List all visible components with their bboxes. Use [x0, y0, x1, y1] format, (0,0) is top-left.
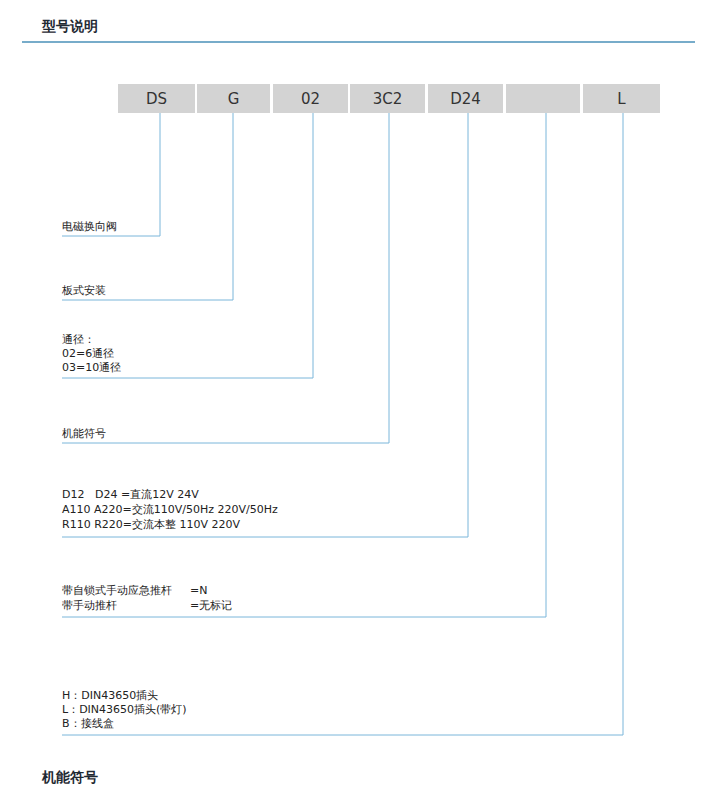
- code-box: L: [583, 84, 660, 113]
- code-box: D24: [428, 84, 503, 113]
- code-text: 3C2: [373, 90, 403, 108]
- code-text: L: [617, 90, 625, 108]
- header-rule: [22, 41, 695, 43]
- leader-line: [62, 113, 233, 300]
- code-box: G: [197, 84, 270, 113]
- description-text: D12 D24 =直流12V 24V: [62, 488, 199, 502]
- code-box: DS: [118, 84, 195, 113]
- leader-line: [62, 113, 623, 735]
- code-box: 3C2: [350, 84, 425, 113]
- description-text: 板式安装: [62, 284, 106, 298]
- code-text: DS: [146, 90, 167, 108]
- leader-line: [62, 113, 546, 617]
- page-title: 型号说明: [42, 18, 98, 36]
- description-text: A110 A220=交流110V/50Hz 220V/50Hz: [62, 503, 278, 517]
- leader-line: [62, 113, 313, 378]
- description-text: 带手动推杆: [62, 599, 117, 613]
- leader-line: [62, 113, 160, 236]
- description-text: L：DIN43650插头(带灯): [62, 703, 187, 717]
- section-heading: 机能符号: [42, 769, 98, 787]
- leader-line: [62, 113, 468, 537]
- description-text: 电磁换向阀: [62, 220, 117, 234]
- empty-code-box: [506, 84, 580, 113]
- description-text: 机能符号: [62, 427, 106, 441]
- description-text: 通径：: [62, 333, 95, 347]
- code-box: 02: [273, 84, 348, 113]
- leader-line: [62, 113, 389, 443]
- description-text: H：DIN43650插头: [62, 689, 158, 703]
- description-text: 03=10通径: [62, 361, 121, 375]
- description-text: 带自锁式手动应急推杆: [62, 584, 172, 598]
- code-text: 02: [301, 90, 320, 108]
- code-text: D24: [450, 90, 481, 108]
- code-text: G: [228, 90, 240, 108]
- description-text: B：接线盒: [62, 717, 114, 731]
- description-text: 02=6通径: [62, 347, 114, 361]
- description-text: =无标记: [190, 599, 232, 613]
- description-text: R110 R220=交流本整 110V 220V: [62, 518, 240, 532]
- description-text: =N: [190, 584, 207, 598]
